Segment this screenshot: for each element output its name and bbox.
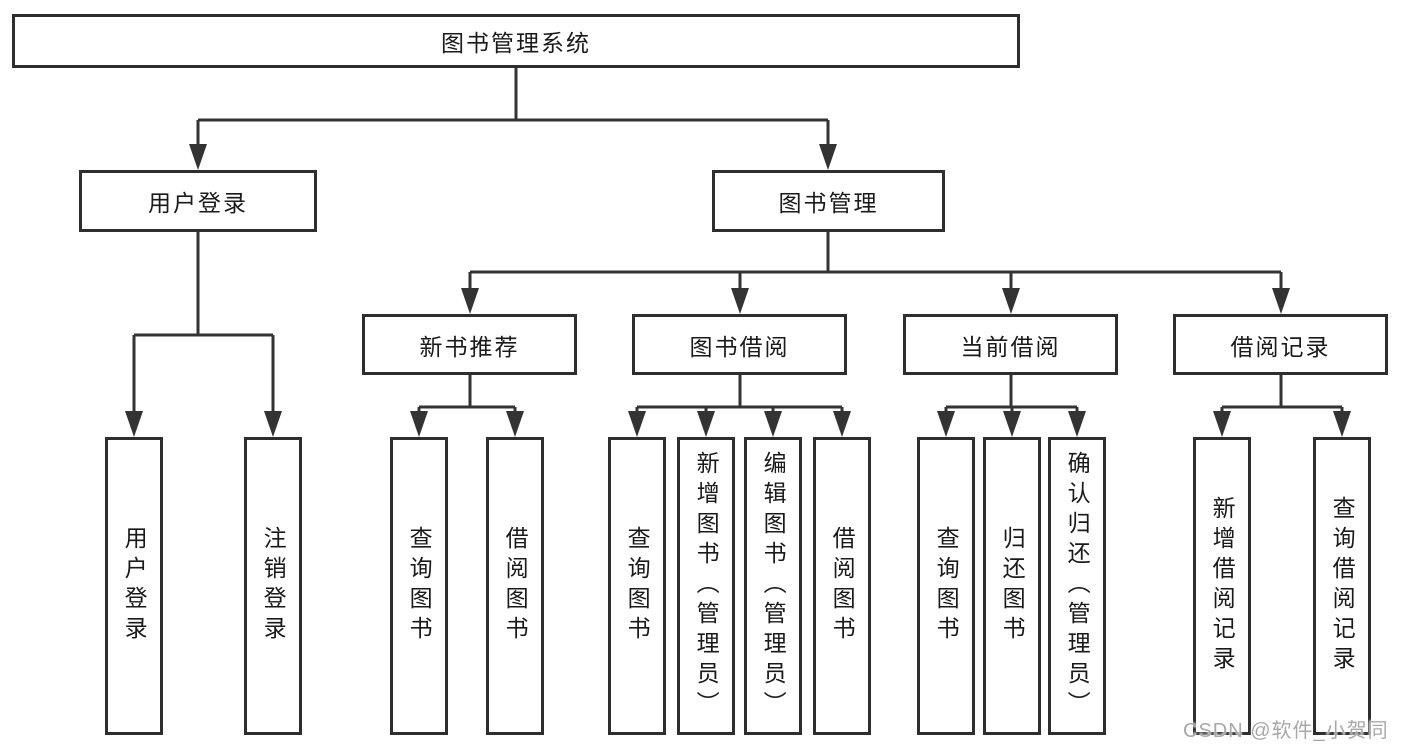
node-leaf-logout-label: 注销登录 [260,526,287,646]
node-leaf-return-books-label: 归还图书 [999,526,1026,646]
node-new-book-recommend-label: 新书推荐 [419,333,520,360]
node-current-borrowing-label: 当前借阅 [960,333,1061,360]
node-leaf-confirm-return-admin: 确认归还（管理员） [1048,437,1106,735]
node-leaf-borrow-books-borrowing-label: 借阅图书 [829,526,856,646]
node-book-management-label: 图书管理 [778,190,879,216]
node-borrowing-records: 借阅记录 [1173,314,1388,375]
node-book-borrowing: 图书借阅 [632,314,847,375]
node-leaf-logout: 注销登录 [244,437,302,735]
node-leaf-borrow-books-borrowing: 借阅图书 [813,437,871,735]
node-leaf-query-borrow-record-label: 查询借阅记录 [1329,496,1356,676]
node-leaf-query-books-current-label: 查询图书 [933,526,960,646]
node-leaf-query-books-borrowing-label: 查询图书 [624,526,651,646]
node-leaf-query-books-recommend-label: 查询图书 [406,526,433,646]
node-leaf-confirm-return-admin-label: 确认归还（管理员） [1064,451,1091,721]
node-current-borrowing: 当前借阅 [903,314,1118,375]
node-borrowing-records-label: 借阅记录 [1230,333,1331,360]
node-user-login-label: 用户登录 [148,190,248,216]
node-root-label: 图书管理系统 [441,30,591,56]
node-user-login: 用户登录 [79,170,317,232]
node-leaf-query-books-recommend: 查询图书 [390,437,448,735]
node-leaf-edit-book-admin-label: 编辑图书（管理员） [760,451,787,721]
node-leaf-add-borrow-record: 新增借阅记录 [1193,437,1251,735]
node-leaf-user-login: 用户登录 [105,437,163,735]
node-leaf-edit-book-admin: 编辑图书（管理员） [744,437,802,735]
node-leaf-borrow-books-recommend-label: 借阅图书 [502,526,529,646]
node-leaf-borrow-books-recommend: 借阅图书 [486,437,544,735]
node-new-book-recommend: 新书推荐 [362,314,577,375]
node-book-borrowing-label: 图书借阅 [689,333,790,360]
watermark: CSDN @软件_小贺同学 [1183,720,1389,742]
node-leaf-query-books-current: 查询图书 [917,437,975,735]
node-leaf-add-borrow-record-label: 新增借阅记录 [1209,496,1236,676]
node-root: 图书管理系统 [12,14,1020,68]
node-leaf-add-book-admin: 新增图书（管理员） [677,437,735,735]
node-book-management: 图书管理 [712,170,945,232]
node-leaf-add-book-admin-label: 新增图书（管理员） [693,451,720,721]
node-leaf-return-books: 归还图书 [983,437,1041,735]
node-leaf-query-books-borrowing: 查询图书 [608,437,666,735]
node-leaf-user-login-label: 用户登录 [121,526,148,646]
node-leaf-query-borrow-record: 查询借阅记录 [1313,437,1371,735]
